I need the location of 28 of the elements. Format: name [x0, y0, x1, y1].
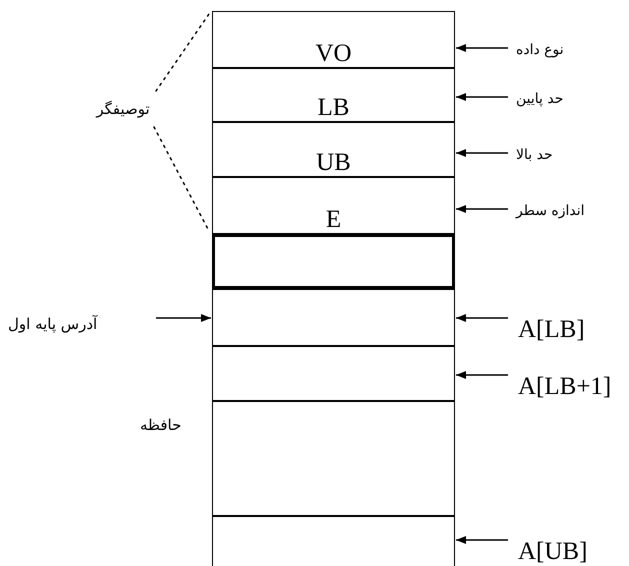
arrow [456, 536, 508, 544]
memory-cell: UB [212, 122, 455, 177]
arrow [456, 93, 508, 101]
arrow [456, 371, 508, 379]
memory-label: حافظه [140, 415, 182, 436]
pointer-label: A[LB+1] [508, 369, 628, 399]
memory-cell [212, 346, 455, 401]
memory-cell [212, 401, 455, 516]
group-label: توصیفگر [88, 94, 158, 124]
arrow [156, 314, 211, 322]
pointer-label: اندازه سطر [508, 196, 585, 226]
pointer-label: A[UB] [508, 534, 618, 564]
pointer-label: A[LB] [508, 312, 623, 342]
memory-cell: LB [212, 68, 455, 122]
memory-cell [212, 234, 455, 289]
arrow [456, 44, 508, 52]
pointer-label: آدرس پایه اول [8, 309, 156, 339]
memory-cell: E [212, 177, 455, 234]
pointer-label: حد بالا [508, 140, 553, 170]
memory-cell: VO [212, 11, 455, 68]
arrow [456, 314, 508, 322]
memory-cell [212, 516, 455, 566]
arrow [456, 149, 508, 157]
bracket-line [155, 13, 210, 92]
arrow [456, 205, 508, 213]
pointer-label: حد پایین [508, 84, 564, 114]
pointer-label: نوع داده [508, 35, 564, 65]
memory-cell [212, 289, 455, 346]
